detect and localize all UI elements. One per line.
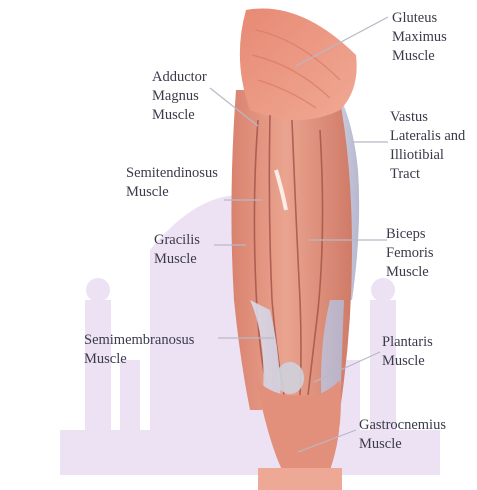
label-vastus-lateralis: Vastus Lateralis and Illiotibial Tract xyxy=(390,108,465,184)
label-semitendinosus: Semitendinosus Muscle xyxy=(126,164,218,202)
label-plantaris: Plantaris Muscle xyxy=(382,333,433,371)
label-gastrocnemius: Gastrocnemius Muscle xyxy=(359,416,446,454)
label-adductor-magnus: Adductor Magnus Muscle xyxy=(152,68,207,125)
label-gluteus-maximus: Gluteus Maximus Muscle xyxy=(392,9,447,66)
label-gracilis: Gracilis Muscle xyxy=(154,231,200,269)
label-semimembranosus: Semimembranosus Muscle xyxy=(84,331,194,369)
label-biceps-femoris: Biceps Femoris Muscle xyxy=(386,225,434,282)
